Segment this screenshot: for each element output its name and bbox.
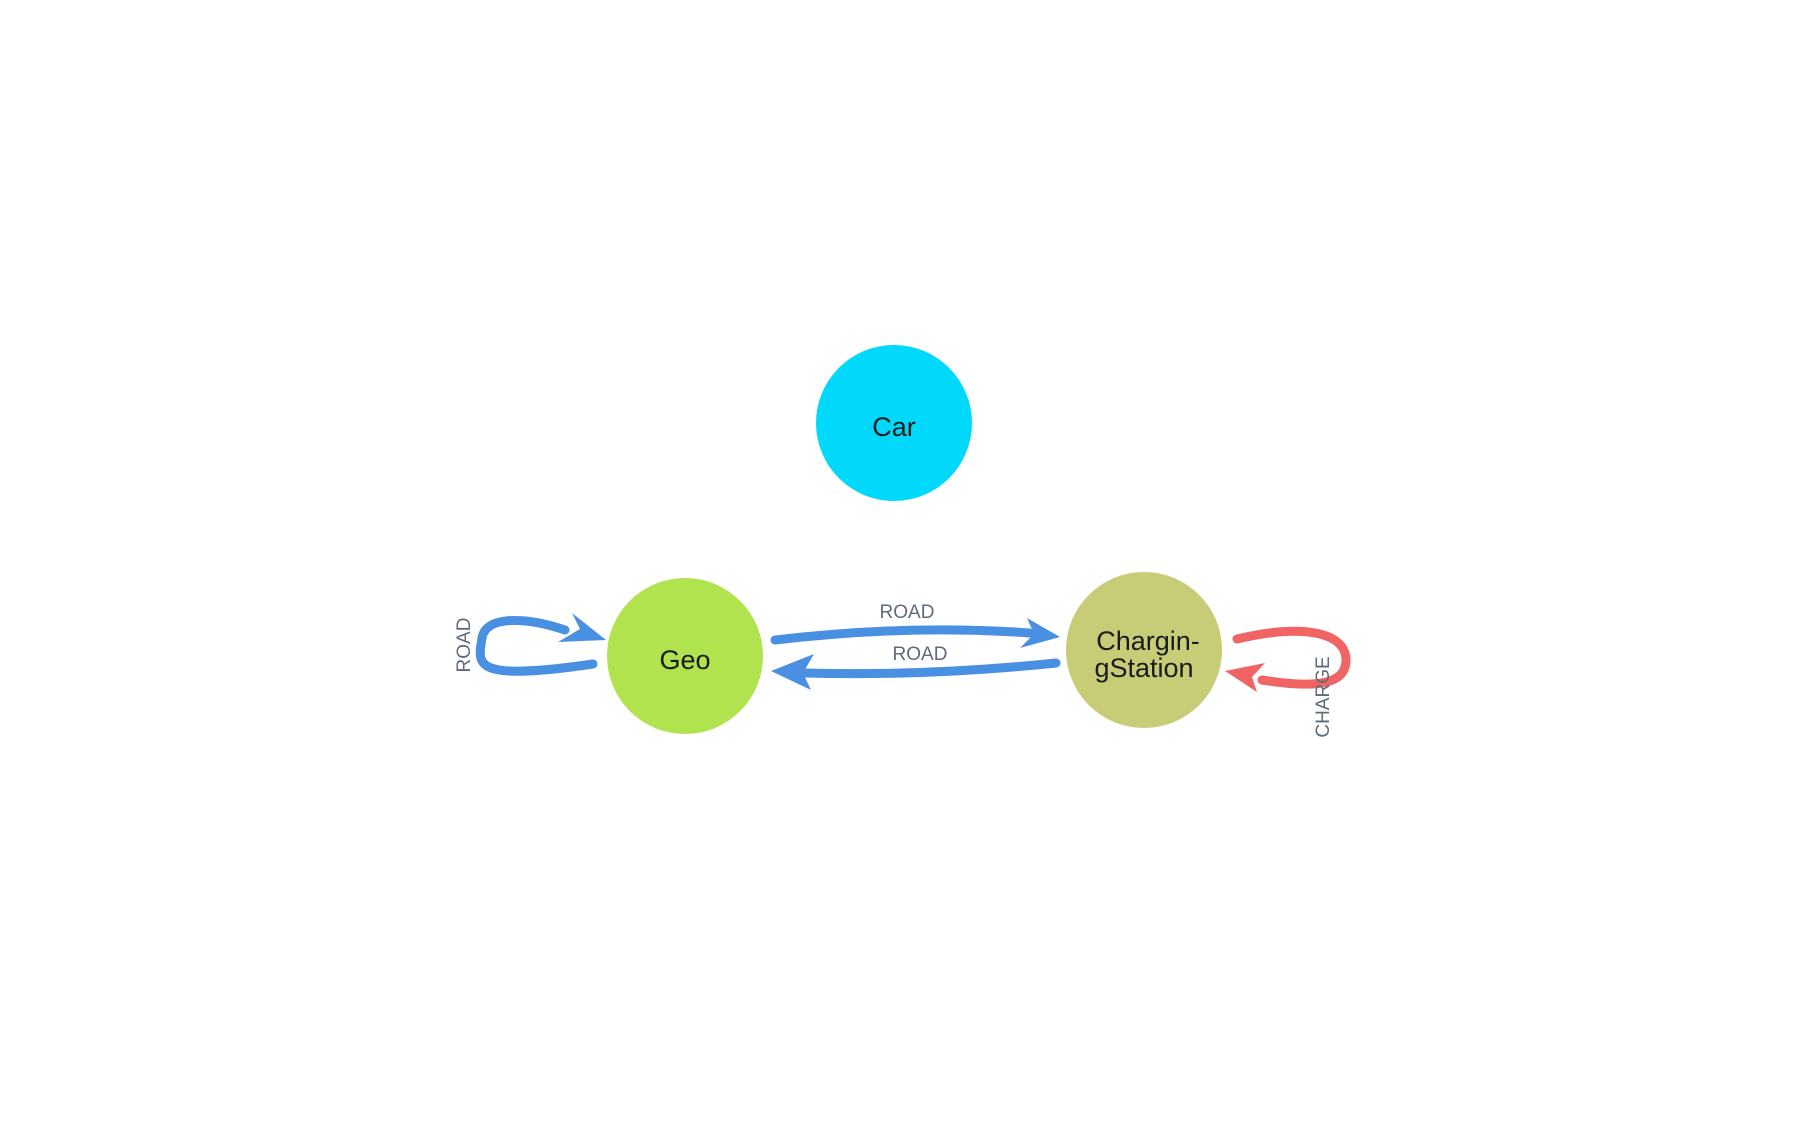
edge-chargingstation-road-geo-line[interactable] <box>800 658 1061 679</box>
node-car-label: Car <box>872 412 916 442</box>
edge-geo-road-self-arrowhead <box>558 613 606 642</box>
node-chargingstation-circle[interactable] <box>1066 572 1222 728</box>
edge-chargingstation-charge-self[interactable]: CHARGE <box>1225 626 1351 738</box>
edge-chargingstation-charge-self-arrowhead <box>1225 663 1265 692</box>
node-chargingstation-label-line-1: Chargin- <box>1096 626 1200 656</box>
node-chargingstation[interactable]: Chargin- gStation <box>1066 572 1222 728</box>
node-geo-label: Geo <box>659 645 710 675</box>
edge-geo-road-self-label: ROAD <box>454 618 475 673</box>
node-car[interactable]: Car <box>816 345 972 501</box>
edge-chargingstation-road-geo[interactable]: ROAD <box>771 644 1061 690</box>
edge-chargingstation-charge-self-line[interactable] <box>1232 626 1351 689</box>
node-geo-circle[interactable] <box>607 578 763 734</box>
edge-geo-road-chargingstation[interactable]: ROAD <box>770 602 1060 648</box>
edge-geo-road-chargingstation-label: ROAD <box>880 602 935 623</box>
edge-geo-road-self[interactable]: ROAD <box>454 613 606 676</box>
edge-geo-road-chargingstation-line[interactable] <box>770 625 1035 645</box>
edge-geo-road-self-line[interactable] <box>475 615 598 676</box>
edge-chargingstation-road-geo-label: ROAD <box>893 644 948 665</box>
node-chargingstation-label-line-2: gStation <box>1094 653 1193 683</box>
node-geo[interactable]: Geo <box>607 578 763 734</box>
node-car-circle[interactable] <box>816 345 972 501</box>
edge-geo-road-chargingstation-arrowhead <box>1020 618 1060 648</box>
edge-chargingstation-road-geo-arrowhead <box>771 654 814 690</box>
edge-chargingstation-charge-self-label: CHARGE <box>1313 656 1334 737</box>
